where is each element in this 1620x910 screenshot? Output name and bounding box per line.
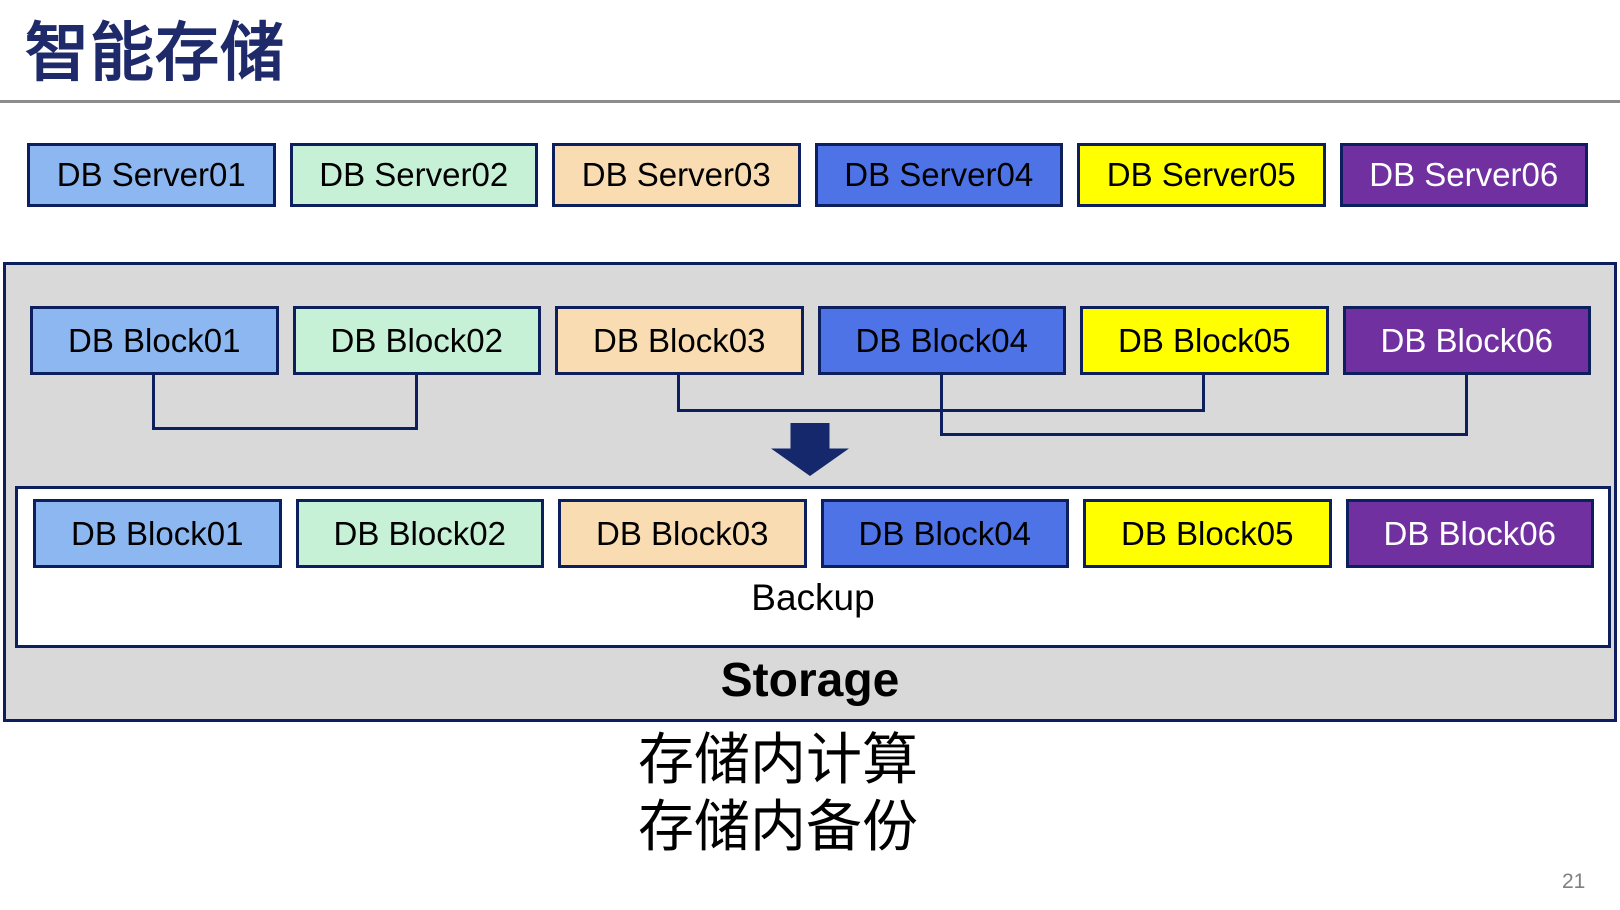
db-block-box: DB Block06 <box>1345 499 1594 568</box>
db-block-box: DB Block03 <box>558 499 807 568</box>
db-server-box: DB Server02 <box>289 143 538 207</box>
db-server-box: DB Server04 <box>814 143 1063 207</box>
db-server-box: DB Server06 <box>1339 143 1588 207</box>
connector-block01-vertical <box>152 375 155 430</box>
connector-block05-vertical <box>1202 375 1205 412</box>
db-block-box: DB Block02 <box>292 306 541 375</box>
page-title: 智能存储 <box>25 17 285 89</box>
db-block-row-backup: DB Block01 DB Block02 DB Block03 DB Bloc… <box>33 499 1594 568</box>
db-server-box: DB Server05 <box>1077 143 1326 207</box>
db-block-box: DB Block06 <box>1342 306 1591 375</box>
connector-block02-vertical <box>415 375 418 430</box>
storage-container: DB Block01 DB Block02 DB Block03 DB Bloc… <box>3 262 1617 722</box>
db-block-box: DB Block03 <box>555 306 804 375</box>
storage-label: Storage <box>720 654 900 707</box>
db-server-box: DB Server01 <box>27 143 276 207</box>
connector-block04-vertical <box>940 375 943 436</box>
db-server-box: DB Server03 <box>552 143 801 207</box>
connector-block04-block06-horizontal <box>940 433 1468 436</box>
backup-box: DB Block01 DB Block02 DB Block03 DB Bloc… <box>15 486 1611 648</box>
db-block-box: DB Block01 <box>30 306 279 375</box>
caption-text: 存储内计算 存储内备份 <box>638 726 918 860</box>
db-block-row-source: DB Block01 DB Block02 DB Block03 DB Bloc… <box>30 306 1591 375</box>
backup-label: Backup <box>751 577 875 618</box>
connector-block01-block02-horizontal <box>152 427 418 430</box>
connector-block06-vertical <box>1465 375 1468 436</box>
connector-block03-vertical <box>677 375 680 412</box>
db-block-box: DB Block04 <box>817 306 1066 375</box>
db-block-box: DB Block05 <box>1080 306 1329 375</box>
db-block-box: DB Block02 <box>295 499 544 568</box>
title-divider-rule <box>0 100 1620 103</box>
down-arrow-icon <box>771 423 849 476</box>
caption-line-2: 存储内备份 <box>638 795 918 858</box>
db-block-box: DB Block05 <box>1083 499 1332 568</box>
page-number: 21 <box>1562 870 1586 893</box>
db-server-row: DB Server01 DB Server02 DB Server03 DB S… <box>27 143 1588 207</box>
caption-line-1: 存储内计算 <box>638 728 918 791</box>
db-block-box: DB Block04 <box>820 499 1069 568</box>
db-block-box: DB Block01 <box>33 499 282 568</box>
